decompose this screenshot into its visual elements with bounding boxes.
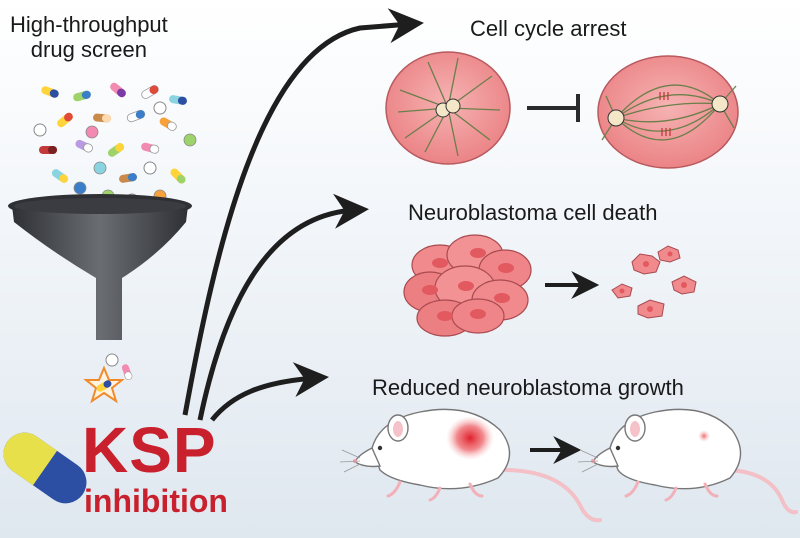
ksp-capsule-icon: [3, 432, 87, 504]
target-name: KSP: [82, 414, 217, 486]
capsule-pill: [141, 85, 159, 99]
pill-cloud: [33, 82, 197, 207]
arrow-to-arrest: [182, 8, 424, 416]
label-cell-death: Neuroblastoma cell death: [408, 200, 658, 225]
capsule-pill: [141, 142, 160, 154]
tablet-pill: [33, 123, 47, 137]
target-action: inhibition: [84, 483, 228, 519]
arrow-to-death: [197, 193, 369, 421]
arrow-to-growth: [210, 362, 329, 422]
mouse-with-tumor: [339, 408, 602, 523]
capsule-pill: [93, 113, 111, 123]
capsule-pill: [73, 90, 91, 102]
tumor-cell-cluster: [403, 234, 532, 337]
tablet-pill: [85, 125, 99, 139]
arrested-spindle-cell: [597, 55, 739, 169]
tablet-pill: [73, 181, 87, 195]
screen-title: High-throughput drug screen: [10, 12, 168, 63]
capsule-pill: [51, 169, 69, 183]
capsule-pill: [41, 86, 59, 98]
capsule-pill: [169, 95, 187, 105]
capsule-pill: [170, 168, 186, 184]
label-reduced-growth: Reduced neuroblastoma growth: [372, 375, 684, 400]
funnel: [8, 194, 192, 340]
selected-pills: [83, 353, 133, 404]
capsule-pill: [159, 117, 177, 131]
capsule-pill: [75, 139, 93, 153]
tablet-pill: [183, 133, 197, 147]
tablet-pill: [143, 161, 157, 175]
capsule-pill: [110, 82, 126, 98]
tablet-pill: [153, 101, 167, 115]
label-cell-cycle-arrest: Cell cycle arrest: [470, 16, 627, 41]
capsule-pill: [107, 143, 125, 157]
screen-title-line1: High-throughput: [10, 12, 168, 37]
capsule-pill: [119, 173, 137, 183]
mouse-reduced-tumor: [577, 408, 798, 515]
apoptotic-cells: [611, 245, 697, 319]
screen-title-line2: drug screen: [30, 37, 147, 63]
capsule-pill: [126, 109, 146, 123]
capsule-pill: [39, 146, 57, 154]
bipolar-spindle-cell: [385, 51, 511, 165]
inhibition-bar-icon: [527, 94, 580, 122]
capsule-pill: [57, 112, 73, 128]
tablet-pill: [93, 161, 107, 175]
